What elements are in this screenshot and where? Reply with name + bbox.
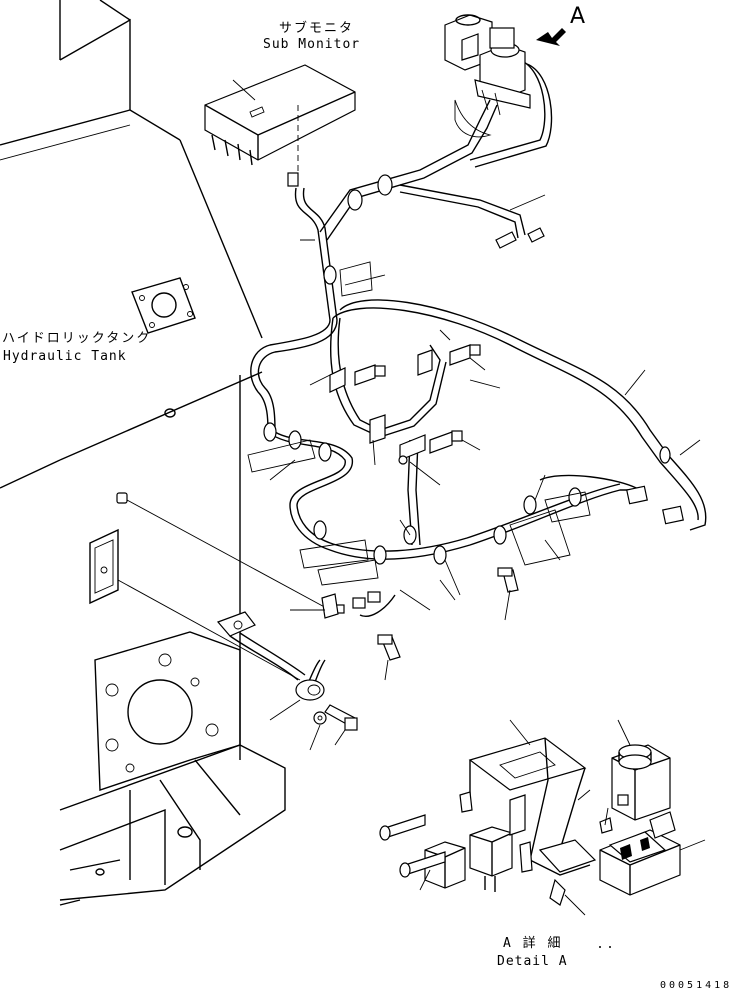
detail-a-label-ja: A 詳 細 <box>503 936 563 951</box>
sub-monitor-label-ja: サブモニタ <box>279 21 355 36</box>
leader-lines <box>232 79 701 751</box>
view-letter-a: A <box>570 4 586 29</box>
hydraulic-tank-outline <box>0 0 263 760</box>
harness-tags <box>247 99 591 586</box>
wire-harness <box>250 59 707 691</box>
detail-a-assembly <box>379 719 706 948</box>
sub-monitor-label-en: Sub Monitor <box>263 37 361 52</box>
connectors <box>327 227 684 614</box>
hydraulic-tank-label-ja: ハイドロリックタンク <box>2 331 152 346</box>
harness-clamps <box>263 174 671 565</box>
view-arrow-a <box>536 28 566 46</box>
detail-a-label-en: Detail A <box>497 954 568 969</box>
mounting-plate <box>89 492 331 681</box>
hydraulic-tank-label-en: Hydraulic Tank <box>3 349 127 364</box>
sub-monitor-unit <box>204 64 356 187</box>
bolts <box>313 344 519 731</box>
drawing-number: 00051418 <box>660 980 733 991</box>
top-relay-assembly <box>444 14 531 116</box>
lower-frame-outline <box>59 631 286 906</box>
switch-assembly <box>216 593 339 701</box>
